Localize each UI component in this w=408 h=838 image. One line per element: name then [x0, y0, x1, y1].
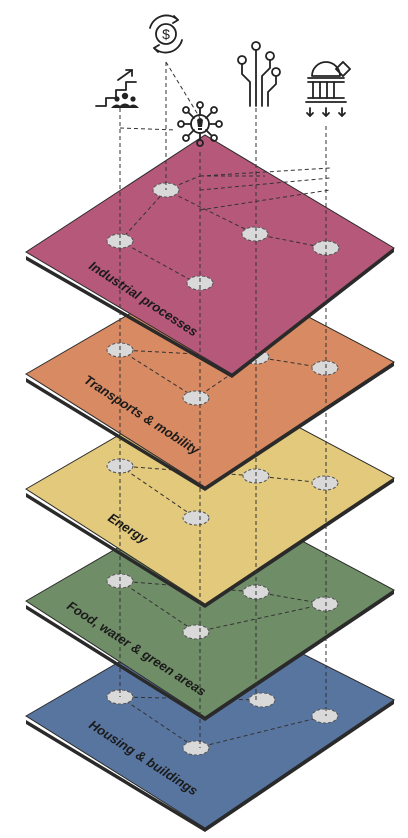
circuit-tree-icon [237, 41, 281, 107]
vertical-connectors [119, 61, 327, 748]
government-building-icon [305, 61, 351, 117]
dollar-cycle-icon: $ [149, 14, 183, 54]
node [241, 226, 269, 242]
people-stairs-icon [95, 69, 139, 108]
node [182, 740, 210, 756]
node [182, 390, 210, 406]
lightbulb-network-icon [177, 101, 223, 147]
layer-industrial-plane [25, 134, 395, 375]
node [186, 275, 214, 291]
node [311, 475, 339, 491]
node [311, 708, 339, 724]
node [182, 510, 210, 526]
node [311, 596, 339, 612]
node [182, 624, 210, 640]
layer-industrial: Industrial processes [25, 134, 395, 378]
node [311, 360, 339, 376]
node [248, 692, 276, 708]
svg-text:$: $ [162, 26, 170, 42]
